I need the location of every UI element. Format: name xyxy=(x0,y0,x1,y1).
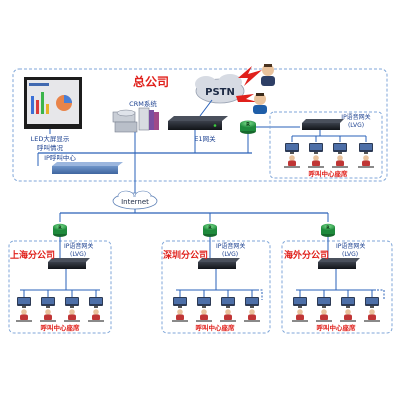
branch-seats-label: 呼叫中心座席 xyxy=(41,323,81,332)
internet-cloud-icon xyxy=(112,190,158,210)
branch-lvg-label-1: IP语音网关 xyxy=(64,242,93,250)
seat-icon xyxy=(40,297,56,322)
hq-router-icon xyxy=(240,120,256,134)
e1-label: E1网关 xyxy=(194,134,216,143)
ip-center-label: IP呼叫中心 xyxy=(44,153,76,162)
hq-title: 总公司 xyxy=(133,74,169,89)
branch-name: 上海分公司 xyxy=(10,249,55,261)
caller-avatar-icon-2 xyxy=(253,93,267,114)
branch-seats-label: 呼叫中心座席 xyxy=(196,323,236,332)
hq-router-glyph: R xyxy=(246,122,250,128)
lightning-icon xyxy=(238,66,262,86)
seat-icon xyxy=(358,143,374,168)
seat-icon xyxy=(88,297,104,322)
branch-lvg-label-2: (LVG) xyxy=(342,251,358,258)
e1-pstn-link xyxy=(199,99,213,117)
ip-call-center-device xyxy=(52,162,123,174)
branch-router-icon xyxy=(321,223,335,237)
branch-seats-label: 呼叫中心座席 xyxy=(317,323,357,332)
branch-lvg-label-1: IP语音网关 xyxy=(216,242,245,250)
seat-icon xyxy=(244,297,260,322)
branch-router-icon xyxy=(203,223,217,237)
hq-lvg-label-2: (LVG) xyxy=(348,122,364,129)
seat-icon xyxy=(292,297,308,322)
branch-shenzhen xyxy=(161,237,271,334)
lightning-icon-2 xyxy=(236,94,258,102)
branch-name: 深圳分公司 xyxy=(163,249,208,261)
router-glyph: R xyxy=(58,225,62,231)
hq-region xyxy=(12,68,388,182)
pstn-label: PSTN xyxy=(205,87,235,98)
pstn-cloud-icon xyxy=(195,74,245,104)
seat-icon xyxy=(16,297,32,322)
router-glyph: R xyxy=(208,225,212,231)
hq-lvg-label-1: IP语音网关 xyxy=(341,113,370,121)
crm-server-icon xyxy=(112,107,159,133)
hq-seats-label: 呼叫中心座席 xyxy=(309,169,349,178)
led-label-1: LED大屏显示 xyxy=(31,134,70,143)
branch-shanghai xyxy=(8,237,112,334)
hq-lvg-device xyxy=(302,119,344,130)
seat-icon xyxy=(172,297,188,322)
internet-label: Internet xyxy=(121,198,149,206)
seat-icon xyxy=(196,297,212,322)
led-screen xyxy=(24,77,82,129)
seat-icon xyxy=(284,143,300,168)
seat-icon xyxy=(64,297,80,322)
crm-label: CRM系统 xyxy=(129,99,157,108)
hq-seats-box xyxy=(269,111,383,179)
e1-gateway-device xyxy=(168,116,228,130)
router-glyph: R xyxy=(326,225,330,231)
seat-icon xyxy=(308,143,324,168)
branch-router-icon xyxy=(53,223,67,237)
seat-icon xyxy=(332,143,348,168)
seat-icon xyxy=(316,297,332,322)
caller-avatar-icon xyxy=(261,64,275,86)
branch-lvg-label-2: (LVG) xyxy=(70,251,86,258)
seat-icon xyxy=(220,297,236,322)
branch-overseas xyxy=(281,237,393,334)
branch-lvg-label-1: IP语音网关 xyxy=(336,242,365,250)
led-label-2: 呼叫情况 xyxy=(37,143,64,152)
branch-lvg-label-2: (LVG) xyxy=(222,251,238,258)
seat-icon xyxy=(364,297,380,322)
seat-icon xyxy=(340,297,356,322)
branch-name: 海外分公司 xyxy=(284,249,329,261)
